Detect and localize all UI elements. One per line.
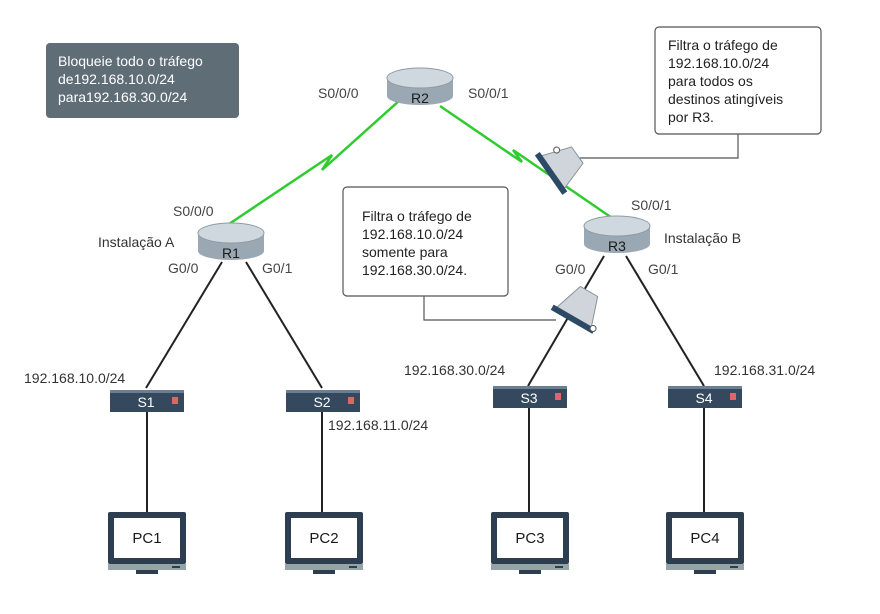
pc-1-label: PC1 — [132, 530, 161, 547]
switch-s4[interactable]: S4 — [668, 386, 742, 408]
pc-2-label: PC2 — [309, 530, 338, 547]
note-block-line-3: para192.168.30.0/24 — [58, 89, 187, 105]
r2-iface-right: S0/0/1 — [468, 85, 509, 101]
note-r3-filter: Filtra o tráfego de 192.168.10.0/24 para… — [570, 26, 822, 159]
router-r2[interactable]: R2 — [386, 67, 454, 106]
switch-s1[interactable]: S1 — [110, 390, 184, 412]
network-s4-label: 192.168.31.0/24 — [714, 362, 815, 378]
pc-4-label: PC4 — [690, 530, 719, 547]
switch-s1-label: S1 — [137, 394, 154, 410]
note-block-line-2: de192.168.10.0/24 — [58, 71, 175, 87]
site-a-label: Instalação A — [98, 234, 175, 250]
r1-iface-s0: S0/0/0 — [173, 203, 214, 219]
lan-link-r1-s2 — [245, 261, 323, 389]
r3-iface-g1: G0/1 — [648, 261, 679, 277]
pc-1[interactable]: PC1 — [108, 512, 186, 574]
router-r3-label: R3 — [608, 238, 626, 254]
note-block-line-1: Bloqueie todo o tráfego — [58, 53, 203, 69]
switch-s2[interactable]: S2 — [286, 390, 360, 412]
router-r3[interactable]: R3 — [583, 215, 651, 254]
router-r1-label: R1 — [222, 245, 240, 261]
note-r3-line-5: por R3. — [668, 109, 714, 125]
note-r3-line-4: destinos atingíveis — [668, 91, 783, 107]
router-r2-label: R2 — [411, 90, 429, 106]
network-s3-label: 192.168.30.0/24 — [404, 362, 505, 378]
wan-link-r1-r2 — [225, 99, 401, 228]
r1-iface-g0: G0/0 — [168, 260, 199, 276]
note-s3-line-3: somente para — [362, 244, 448, 260]
note-r3-line-3: para todos os — [668, 73, 753, 89]
site-b-label: Instalação B — [664, 230, 741, 246]
r3-iface-g0: G0/0 — [555, 261, 586, 277]
r3-iface-s1: S0/0/1 — [631, 197, 672, 213]
lan-link-r1-s1 — [145, 261, 223, 389]
pc-4[interactable]: PC4 — [666, 512, 744, 574]
pc-3[interactable]: PC3 — [491, 512, 569, 574]
switch-s3-label: S3 — [520, 390, 537, 406]
note-s3-line-2: 192.168.10.0/24 — [362, 226, 463, 242]
lan-link-r3-s4 — [625, 255, 705, 387]
note-s3-line-1: Filtra o tráfego de — [362, 208, 472, 224]
lan-link-r3-s3 — [527, 255, 605, 387]
router-r1[interactable]: R1 — [197, 222, 265, 261]
pc-3-label: PC3 — [515, 530, 544, 547]
network-s1-label: 192.168.10.0/24 — [24, 370, 125, 386]
note-s3-line-4: 192.168.30.0/24. — [362, 262, 467, 278]
switch-s3[interactable]: S3 — [493, 386, 567, 408]
note-s3-filter: Filtra o tráfego de 192.168.10.0/24 some… — [342, 186, 556, 321]
acl-filter-icon — [534, 146, 584, 195]
note-r3-line-1: Filtra o tráfego de — [668, 37, 778, 53]
r2-iface-left: S0/0/0 — [318, 85, 359, 101]
network-s2-label: 192.168.11.0/24 — [328, 417, 428, 433]
switch-s2-label: S2 — [313, 394, 330, 410]
acl-filter-icon — [550, 285, 599, 334]
r1-iface-g1: G0/1 — [262, 260, 293, 276]
switch-s4-label: S4 — [695, 390, 712, 406]
note-block-traffic: Bloqueie todo o tráfego de192.168.10.0/2… — [46, 43, 239, 118]
note-r3-line-2: 192.168.10.0/24 — [668, 55, 769, 71]
pc-2[interactable]: PC2 — [285, 512, 363, 574]
